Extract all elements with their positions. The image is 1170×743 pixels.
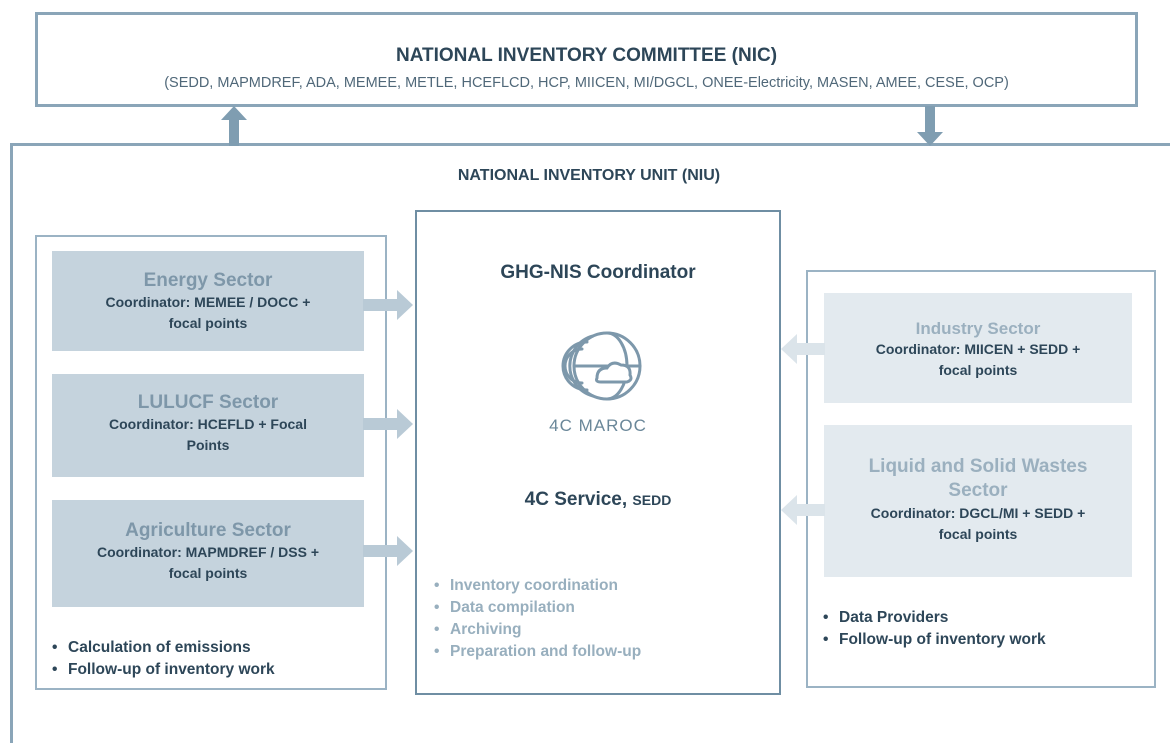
sector-coordinator-cont: focal points — [168, 315, 248, 331]
arrow-right-icon — [363, 409, 413, 439]
list-item: Follow-up of inventory work — [819, 629, 1046, 651]
list-item: Inventory coordination — [430, 575, 641, 597]
service-name: 4C Service, SEDD — [415, 489, 781, 511]
arrow-down-to-niu-icon — [917, 106, 943, 146]
sector-name: Agriculture Sector — [125, 520, 291, 541]
arrow-left-icon — [781, 495, 825, 525]
logo-text: 4C MAROC — [549, 416, 647, 435]
coordinator-title: GHG-NIS Coordinator — [500, 262, 696, 283]
list-item: Follow-up of inventory work — [48, 659, 275, 681]
sector-coordinator: Coordinator: MEMEE / DOCC + — [105, 294, 311, 310]
niu-title: NATIONAL INVENTORY UNIT (NIU) — [457, 167, 721, 184]
nic-members: (SEDD, MAPMDREF, ADA, MEMEE, METLE, HCEF… — [164, 75, 1009, 91]
list-item: Archiving — [430, 619, 641, 641]
wastes-sector-box: Liquid and Solid Wastes Sector Coordinat… — [824, 425, 1132, 577]
sector-name: Industry Sector — [915, 319, 1041, 338]
agriculture-sector-box: Agriculture Sector Coordinator: MAPMDREF… — [52, 500, 364, 607]
sector-name-cont: Sector — [948, 480, 1008, 501]
sector-coordinator-cont: Points — [186, 437, 230, 453]
arrow-left-icon — [781, 334, 825, 364]
sector-coordinator: Coordinator: DGCL/MI + SEDD + — [870, 505, 1086, 521]
left-bullet-list: Calculation of emissions Follow-up of in… — [48, 637, 275, 681]
sector-coordinator: Coordinator: HCEFLD + Focal — [109, 416, 307, 432]
list-item: Data compilation — [430, 597, 641, 619]
lulucf-sector-box: LULUCF Sector Coordinator: HCEFLD + Foca… — [52, 374, 364, 477]
list-item: Calculation of emissions — [48, 637, 275, 659]
nic-box: NATIONAL INVENTORY COMMITTEE (NIC) (SEDD… — [35, 12, 1138, 107]
arrow-right-icon — [363, 536, 413, 566]
sector-name: Liquid and Solid Wastes — [868, 456, 1088, 477]
sector-coordinator-cont: focal points — [168, 565, 248, 581]
energy-sector-box: Energy Sector Coordinator: MEMEE / DOCC … — [52, 251, 364, 351]
sector-name: Energy Sector — [143, 270, 273, 291]
industry-sector-box: Industry Sector Coordinator: MIICEN + SE… — [824, 293, 1132, 403]
center-bullet-list: Inventory coordination Data compilation … — [430, 575, 641, 663]
service-label: 4C Service, — [524, 489, 633, 510]
nic-title: NATIONAL INVENTORY COMMITTEE (NIC) — [395, 45, 778, 66]
service-unit: SEDD — [632, 492, 672, 508]
sector-name: LULUCF Sector — [137, 392, 279, 413]
sector-coordinator: Coordinator: MIICEN + SEDD + — [875, 341, 1081, 357]
coordinator-panel — [415, 210, 781, 695]
right-bullet-list: Data Providers Follow-up of inventory wo… — [819, 607, 1046, 651]
sector-coordinator: Coordinator: MAPMDREF / DSS + — [96, 544, 320, 560]
sector-coordinator-cont: focal points — [938, 362, 1018, 378]
list-item: Data Providers — [819, 607, 1046, 629]
arrow-right-icon — [363, 290, 413, 320]
list-item: Preparation and follow-up — [430, 641, 641, 663]
4c-maroc-logo-icon — [535, 322, 665, 442]
arrow-up-to-nic-icon — [221, 106, 247, 146]
sector-coordinator-cont: focal points — [938, 526, 1018, 542]
